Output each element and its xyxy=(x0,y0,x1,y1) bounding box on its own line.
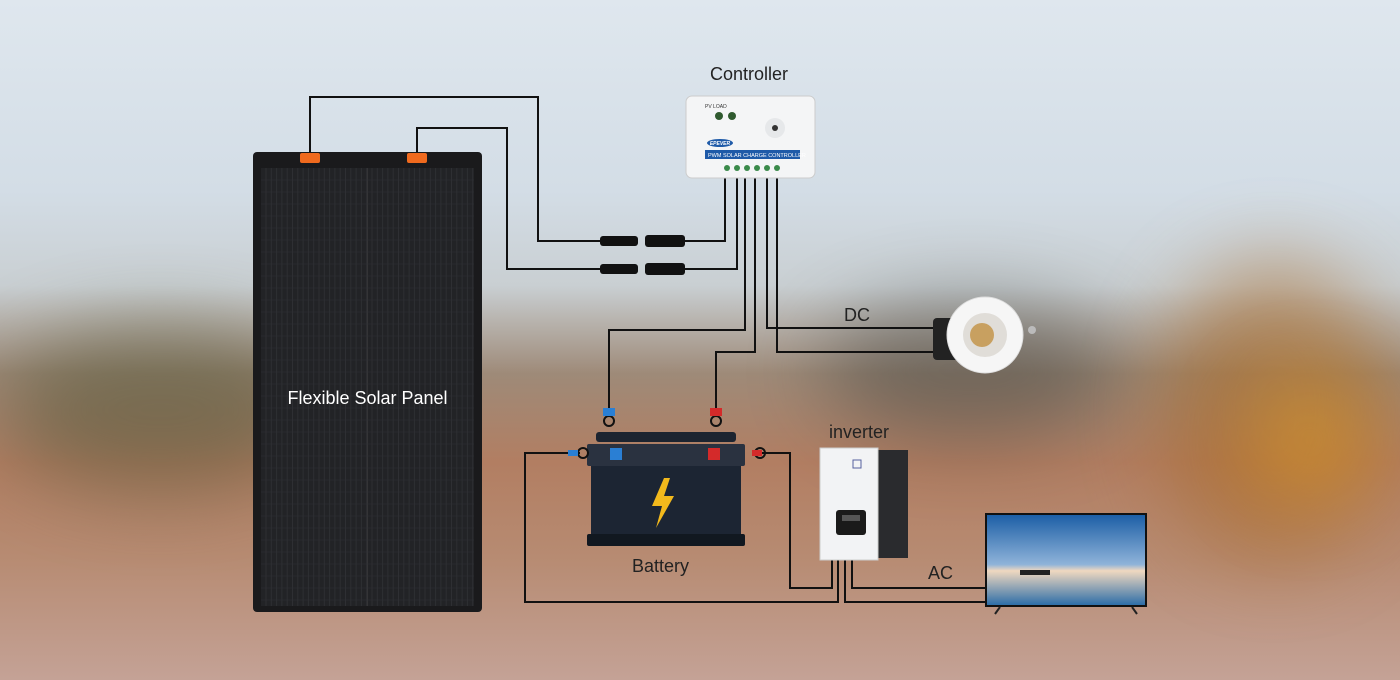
inverter xyxy=(819,447,908,561)
inverter-label: inverter xyxy=(829,422,890,442)
wire-pv-negative-ctrl xyxy=(685,178,738,270)
wire-pv-positive-ctrl xyxy=(685,178,726,242)
background-blur xyxy=(1250,380,1370,500)
indicator-labels: PV LOAD xyxy=(705,104,727,110)
connector-box-orange xyxy=(407,153,427,163)
wire-dc-load-1 xyxy=(766,178,935,329)
wire-battery-negative xyxy=(608,178,746,410)
dc-lamp xyxy=(933,296,1036,374)
charge-controller: PWM SOLAR CHARGE CONTROLLER EPEVER PV LO… xyxy=(685,95,816,179)
wire-pv-positive xyxy=(309,96,600,242)
controller-model-text: PWM SOLAR CHARGE CONTROLLER xyxy=(708,153,806,159)
wire-ac-1 xyxy=(844,560,985,603)
battery xyxy=(568,408,766,546)
wire-inverter-positive xyxy=(762,452,833,589)
brand-logo xyxy=(707,139,733,147)
wire-dc-load-2 xyxy=(776,178,935,353)
wire-pv-negative xyxy=(416,127,600,270)
wire-battery-positive xyxy=(715,178,756,410)
dc-label: DC xyxy=(844,305,870,325)
battery-label: Battery xyxy=(632,556,690,576)
positive-terminal-clip xyxy=(710,408,722,416)
connector-box-orange xyxy=(300,153,320,163)
brand-logo-text: EPEVER xyxy=(710,141,731,147)
solar-panel-label: Flexible Solar Panel xyxy=(287,388,448,408)
negative-terminal-clip xyxy=(603,408,615,416)
television xyxy=(985,513,1147,615)
solar-panel xyxy=(253,152,482,612)
ac-label: AC xyxy=(928,563,954,583)
mc4-connectors xyxy=(600,235,685,275)
wires xyxy=(309,96,985,603)
wire-ac-2 xyxy=(851,560,985,589)
lightning-bolt-icon xyxy=(652,478,674,528)
wire-inverter-negative xyxy=(524,452,839,603)
controller-label: Controller xyxy=(710,64,789,84)
